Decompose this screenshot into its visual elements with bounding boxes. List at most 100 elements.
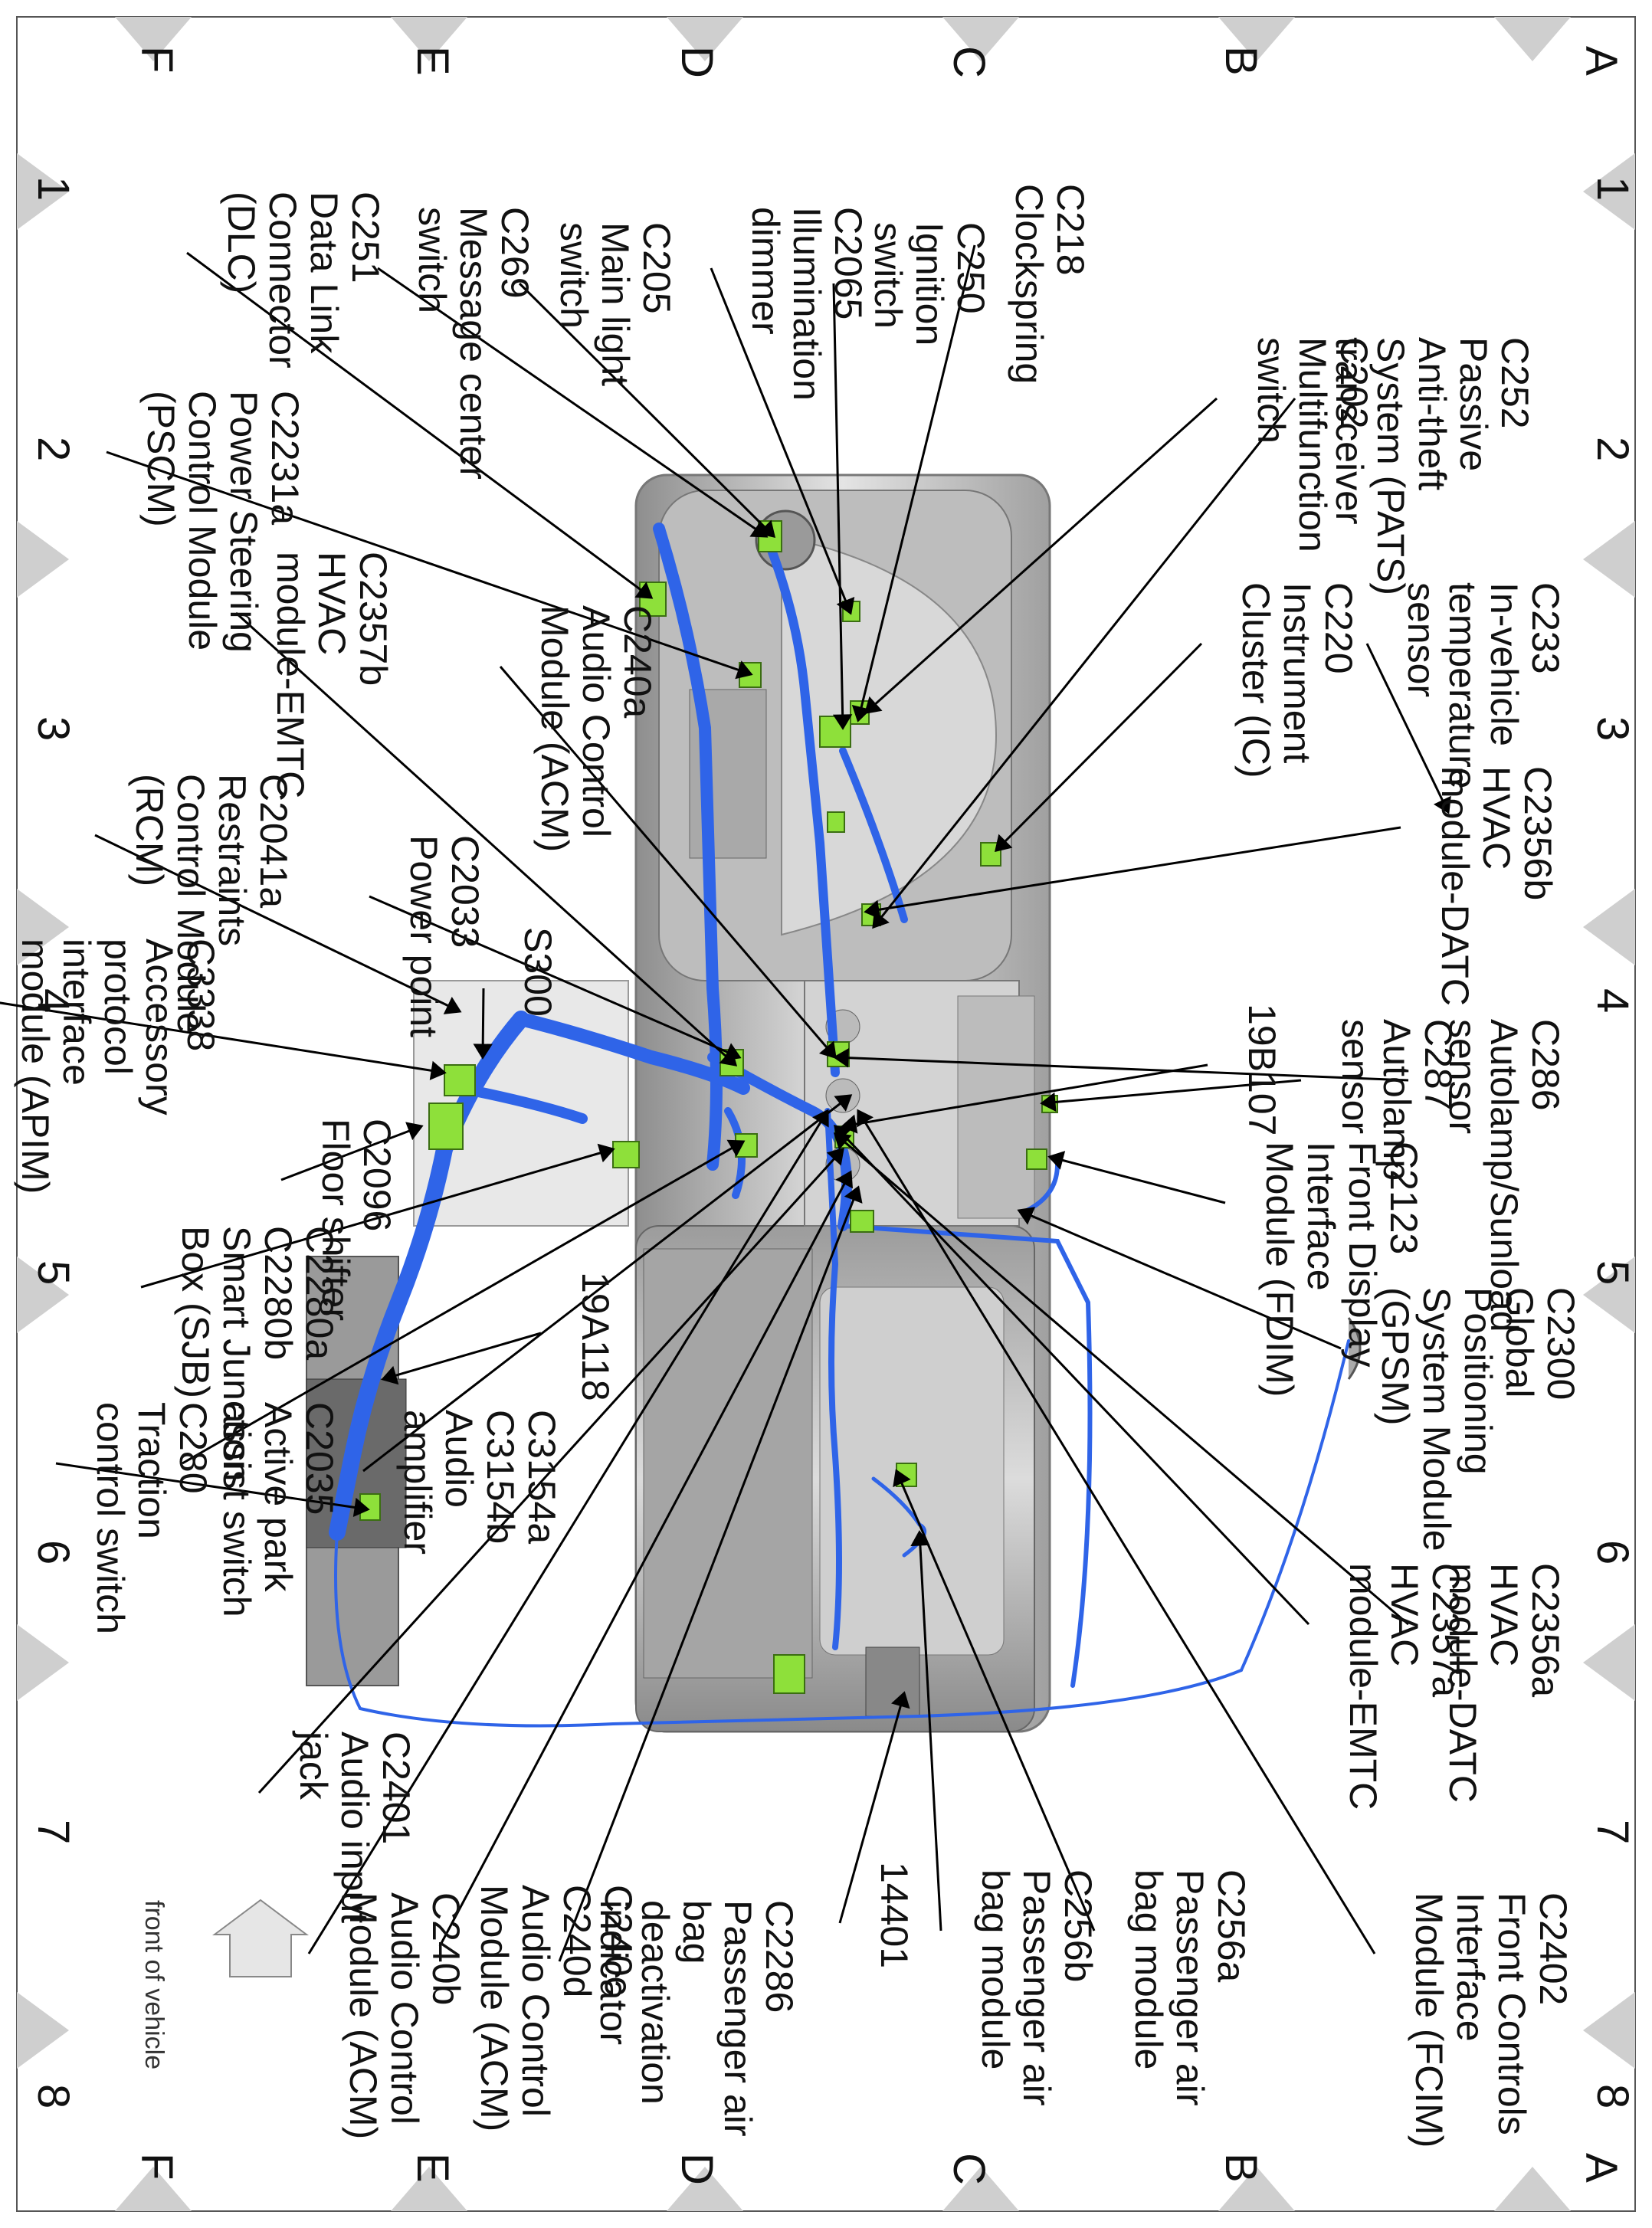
- grid-row-label: B: [1216, 46, 1266, 76]
- grid-column-label: 2: [28, 437, 78, 461]
- leader-line: [257, 1148, 844, 1794]
- leader-arrowhead: [864, 696, 883, 714]
- leader-arrowhead: [864, 899, 881, 919]
- grid-column-label: 7: [1588, 1820, 1637, 1844]
- leader-line: [382, 1332, 542, 1381]
- leader-arrowhead: [723, 1043, 742, 1061]
- component-label-c2123: C2123Front DisplayInterfaceModule (FDIM): [1258, 1142, 1425, 1397]
- leader-arrowhead: [812, 1109, 829, 1128]
- leader-line: [140, 1148, 614, 1289]
- leader-line: [710, 267, 852, 614]
- leader-line: [872, 398, 1296, 928]
- grid-row-label: C: [944, 46, 994, 78]
- leader-arrowhead: [634, 582, 654, 599]
- component-label-c3154a: C3154aC3154bAudioamplifier: [396, 1410, 563, 1555]
- leader-line: [995, 642, 1203, 852]
- component-label-c252: C252PassiveAnti-theftSystem (PATS)transc…: [1328, 337, 1536, 595]
- leader-line: [834, 1125, 1310, 1626]
- leader-arrowhead: [749, 520, 769, 538]
- leader-arrowhead: [851, 704, 871, 722]
- leader-line: [857, 1110, 1376, 1954]
- leader-arrowhead: [818, 1040, 837, 1060]
- component-label-c2033: C2033Power point: [402, 835, 487, 1037]
- front-of-vehicle-label: front of vehicle: [139, 1900, 169, 2069]
- leader-line: [280, 1125, 422, 1181]
- component-label-c2035: C2035Active parkassist switch: [215, 1402, 341, 1617]
- leader-line: [838, 1692, 906, 1924]
- grid-row-label: F: [132, 2153, 182, 2180]
- component-label-c2402: C2402Front ControlsInterfaceModule (FCIM…: [1408, 1892, 1575, 2148]
- border-grid-markers: [17, 17, 1635, 2211]
- component-label-c2300: C2300GlobalPositioningSystem Module(GPSM…: [1374, 1287, 1582, 1551]
- leader-line: [377, 267, 767, 538]
- grid-row-label: E: [408, 46, 457, 76]
- component-label-c2357b: C2357bHVACmodule-EMTC: [269, 552, 395, 798]
- component-label-c202: C202Multifunctionswitch: [1250, 337, 1375, 552]
- leader-arrowhead: [1433, 795, 1451, 814]
- wiring-harness: [329, 523, 1350, 1728]
- component-label-c2280a: C2280aC2280bSmart JunctionBox (SJB): [174, 1226, 341, 1481]
- grid-column-label: 1: [1588, 176, 1637, 201]
- component-label-s300: S300: [516, 927, 559, 1017]
- component-label-19a118: 19A118: [574, 1272, 617, 1401]
- leader-line: [834, 1132, 1409, 1626]
- leader-arrowhead: [443, 996, 462, 1014]
- component-label-c2356b: C2356bHVACmodule-DATC: [1434, 766, 1559, 1006]
- leader-line: [518, 282, 775, 538]
- leader-arrowhead: [735, 660, 753, 680]
- leader-line: [94, 834, 461, 1013]
- grid-column-label: 6: [1588, 1540, 1637, 1565]
- component-label-c286: C286Autolamp/Sunloadsensor: [1441, 1019, 1567, 1332]
- grid-row-label: D: [672, 2153, 722, 2185]
- leader-line: [1018, 1209, 1342, 1350]
- grid-row-label: A: [1576, 46, 1626, 76]
- leader-line: [186, 251, 652, 599]
- leader-arrowhead: [844, 1185, 863, 1204]
- leader-arrowhead: [857, 1109, 874, 1128]
- component-label-c3338: C3338Accessoryprotocolinterfacemodule (A…: [14, 939, 222, 1194]
- grid-column-label: 6: [28, 1540, 78, 1565]
- grid-row-label: D: [672, 46, 722, 78]
- leader-line: [55, 1462, 369, 1511]
- diagram-frame: [16, 16, 1636, 2212]
- leader-line: [307, 1110, 829, 1954]
- grid-column-label: 5: [28, 1260, 78, 1285]
- leader-arrowhead: [833, 1048, 849, 1068]
- leader-line: [362, 1094, 851, 1473]
- grid-column-label: 2: [1588, 437, 1637, 461]
- component-label-19b107: 19B107: [1241, 1004, 1283, 1135]
- component-label-c2356a: C2356aHVACmodule-DATC: [1441, 1563, 1567, 1803]
- leader-arrowhead: [995, 834, 1013, 853]
- leader-line: [0, 1001, 445, 1074]
- leader-line: [106, 451, 752, 676]
- leader-arrowhead: [834, 1124, 852, 1143]
- component-label-c240b: C240bAudio ControlModule (ACM): [342, 1892, 467, 2139]
- component-label-c240c: C240cC240dAudio ControlModule (ACM): [473, 1885, 640, 2131]
- grid-row-label: C: [944, 2153, 994, 2185]
- leader-arrowhead: [1040, 1092, 1057, 1112]
- component-label-c2401: C2401Audio inputjack: [292, 1730, 418, 1923]
- leader-line: [499, 666, 837, 1058]
- leader-line: [1365, 643, 1450, 813]
- component-labels: C252PassiveAnti-theftSystem (PATS)transc…: [14, 184, 1582, 2148]
- component-label-c2357a: C2357aHVACmodule-EMTC: [1342, 1563, 1467, 1810]
- component-label-c2065: C2065Illuminationdimmer: [744, 207, 870, 401]
- component-label-c2041a: C2041aRestraintsControl Module(RCM): [128, 774, 295, 1034]
- leader-arrowhead: [381, 1365, 399, 1385]
- grid-row-label: E: [408, 2153, 457, 2183]
- grid-column-label: 3: [28, 716, 78, 741]
- leader-lines: [0, 244, 1451, 1962]
- leader-line: [369, 895, 740, 1059]
- component-label-c269: C269Message centerswitch: [411, 207, 536, 480]
- grid-column-label: 1: [28, 176, 78, 201]
- leader-arrowhead: [826, 1147, 844, 1166]
- leader-line: [558, 1187, 860, 1962]
- leader-line: [1041, 1079, 1302, 1105]
- grid-column-label: 4: [1588, 988, 1637, 1013]
- leader-arrowhead: [893, 1469, 911, 1488]
- grid-row-label: A: [1576, 2153, 1626, 2183]
- component-label-c233: C233In-vehicletemperaturesensor: [1400, 582, 1567, 789]
- component-label-c251: C251Data LinkConnector(DLC): [220, 192, 387, 369]
- leader-line: [834, 1056, 1409, 1082]
